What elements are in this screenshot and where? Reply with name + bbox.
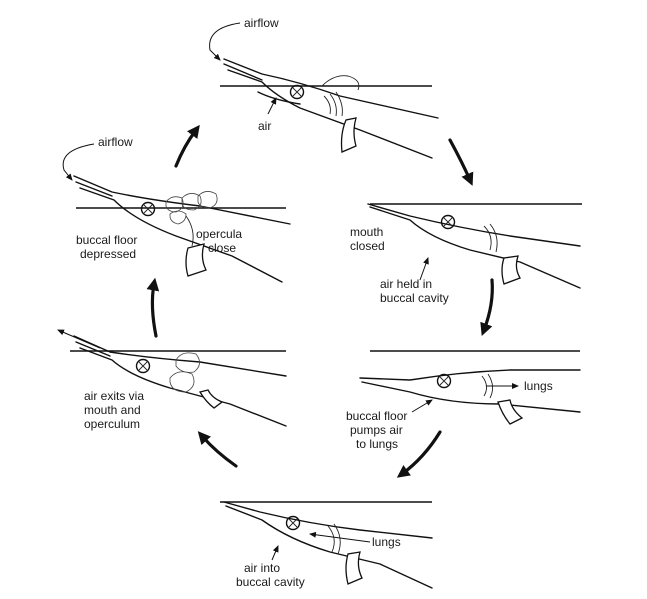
label-pumps-air: pumps air — [350, 423, 403, 437]
label-air-into: air into — [244, 561, 280, 575]
fish-head — [73, 335, 287, 427]
label-air: air — [258, 119, 271, 133]
label-mouth-and: mouth and — [84, 403, 141, 417]
label-airflow-left: airflow — [98, 135, 133, 149]
fish-head — [367, 203, 581, 289]
label-lungs-pump: lungs — [524, 379, 553, 393]
stage-intake: lungs air into buccal cavity — [220, 501, 433, 589]
label-close: close — [208, 241, 236, 255]
label-to-lungs: to lungs — [356, 437, 398, 451]
label-operculum: operculum — [84, 417, 140, 431]
cycle-arrow-top-left — [174, 124, 200, 168]
stage-pump: lungs buccal floor pumps air to lungs — [346, 350, 581, 451]
label-buccal-cavity-held: buccal cavity — [380, 291, 449, 305]
cycle-arrow-right — [480, 278, 494, 336]
cycle-arrow-bottom-left — [197, 431, 238, 468]
label-mouth: mouth — [350, 225, 383, 239]
label-buccal-floor-pump: buccal floor — [346, 409, 407, 423]
stage-depress: airflow buccal floor depressed opercula … — [62, 135, 291, 283]
label-lungs-intake: lungs — [372, 535, 401, 549]
label-air-exits-via: air exits via — [84, 389, 144, 403]
fish-head — [73, 175, 291, 283]
cycle-arrow-left — [146, 277, 160, 338]
label-air-held-in: air held in — [380, 277, 432, 291]
fish-head — [223, 58, 439, 159]
label-buccal-cavity-into: buccal cavity — [236, 575, 305, 589]
label-opercula: opercula — [196, 227, 242, 241]
label-buccal-floor-depressed: buccal floor — [76, 233, 137, 247]
stage-exhale: air exits via mouth and operculum — [57, 329, 287, 431]
cycle-arrow-top-right — [448, 138, 474, 186]
stage-mouth-closed: mouth closed air held in buccal cavity — [350, 203, 582, 305]
label-airflow-top: airflow — [244, 16, 279, 30]
stage-inhale: airflow air — [209, 16, 439, 159]
label-closed: closed — [350, 239, 385, 253]
cycle-arrows — [146, 124, 494, 478]
label-depressed: depressed — [80, 247, 136, 261]
cycle-arrow-bottom-right — [396, 430, 442, 478]
